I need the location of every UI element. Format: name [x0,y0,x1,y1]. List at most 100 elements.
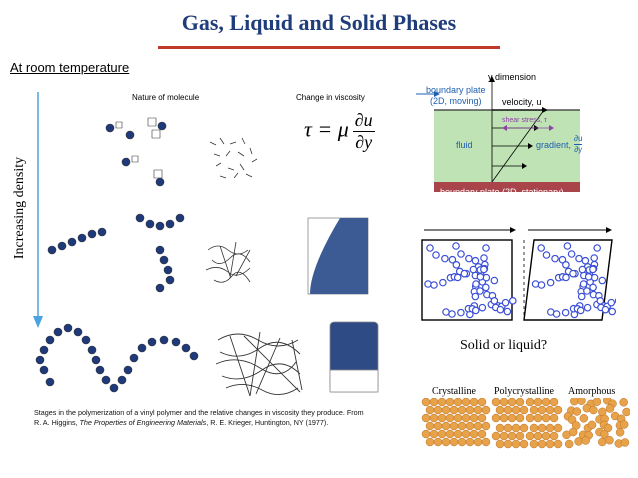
bead [583,287,591,295]
atom [525,398,535,407]
velocity-label: velocity, u [502,97,542,107]
atom [615,428,625,437]
atom [421,413,431,423]
atom [433,421,443,431]
scribble-gas-icon [209,137,258,179]
crystalline-label: Crystalline [432,386,476,397]
crystal-structures-icon [421,398,630,449]
atom [457,405,467,415]
atom [549,398,559,407]
polymerization-illustration [35,117,379,397]
bead [579,280,588,288]
atom [579,414,589,423]
bead [576,306,585,315]
bead [452,242,460,250]
atom [507,431,517,441]
crystalline-lattice-icon [421,398,491,447]
shear-stress-label: shear stress, τ [502,117,547,124]
atom [437,413,447,423]
bead [583,303,592,312]
atom [441,405,451,415]
atom [511,405,521,415]
atom [519,423,529,433]
bead [452,261,461,269]
atom [619,398,628,407]
atom [445,413,455,423]
atom [515,413,525,423]
shear-flow-diagram [416,76,580,192]
viscosity-equation: τ = μ∂u∂y [304,110,375,153]
atom [449,405,459,415]
atom [553,405,563,415]
atom [567,415,577,424]
bead [496,305,505,314]
atom [495,423,505,433]
atom [437,429,447,439]
atom [619,420,629,429]
atom [477,413,487,423]
title-underline [158,46,500,49]
fluid-label: fluid [456,140,473,150]
atom [581,436,590,445]
atom [541,413,551,423]
atom [533,431,543,441]
bead [607,298,616,307]
atom [529,439,539,449]
atom [503,423,513,433]
bead [424,280,432,288]
atom [589,405,598,415]
atom [545,423,555,433]
bead [596,297,605,305]
bead [569,269,577,278]
bead [589,265,597,274]
monomer-molecules-icon [105,117,167,187]
nature-of-molecule-header: Nature of molecule [132,93,200,102]
atom [495,405,505,415]
bead [482,283,490,292]
bead [457,250,465,258]
viscosity-container-liquid-icon [307,217,369,295]
y-dimension-label: y dimension [488,72,537,82]
moving-plate-sublabel: (2D, moving) [430,96,482,106]
equation-lhs: τ = μ [304,116,349,142]
atom [537,405,547,415]
bead [584,273,593,281]
bead [471,292,480,301]
atom [515,431,525,441]
bead [552,310,561,318]
atom [453,398,463,407]
atom [511,439,521,449]
atom [545,405,555,415]
stationary-plate-label: boundary plate (2D, stationary) [440,187,564,197]
density-arrow [33,92,43,328]
bead [430,281,438,289]
atom [529,423,539,433]
atom [469,413,479,423]
bead [598,276,607,285]
bead [480,254,488,262]
gradient-denominator: ∂y [574,145,583,154]
bead [551,254,559,263]
bead [581,256,590,265]
atom [545,439,555,449]
atom [499,398,509,407]
atom [469,398,479,407]
atom [425,405,435,415]
bead [509,297,517,305]
atom [605,404,615,413]
atom [473,437,483,447]
bead [480,265,488,274]
bead [490,276,499,285]
atom [453,413,463,423]
bead [537,281,546,289]
bead [561,308,570,317]
atom [620,438,630,447]
bead [577,292,586,301]
bead [563,242,572,250]
bead [503,307,512,316]
bead [601,305,610,314]
atom [553,439,563,449]
caption-author: R. A. Higgins, [34,417,80,427]
atom [587,420,597,430]
atom [491,398,501,407]
